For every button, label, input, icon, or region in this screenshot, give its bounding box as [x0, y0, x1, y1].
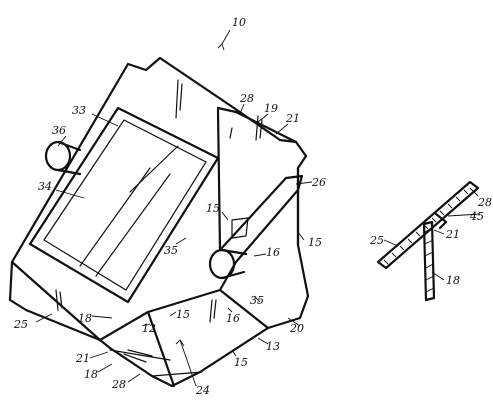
label-assembly-10: 10	[232, 16, 246, 29]
stand-body	[8, 56, 310, 388]
label-15-right: 15	[308, 236, 322, 249]
label-26: 26	[311, 176, 326, 189]
label-18-left: 18	[78, 312, 92, 325]
leader-lines	[35, 29, 481, 387]
label-24: 24	[195, 384, 210, 397]
label-16-lower: 16	[226, 312, 240, 325]
label-28-top: 28	[239, 92, 254, 105]
label-34: 34	[38, 180, 52, 193]
picture-frame	[28, 106, 220, 304]
label-28-lower: 28	[111, 378, 126, 391]
label-15-center: 15	[206, 202, 220, 215]
label-36: 36	[52, 124, 66, 137]
label-21-detail: 21	[445, 228, 460, 241]
label-35-lower: 35	[250, 294, 264, 307]
label-25: 25	[13, 318, 28, 331]
label-12: 12	[142, 322, 156, 335]
left-cylinder-handle	[44, 140, 82, 176]
shading-strokes	[55, 79, 263, 363]
label-16-upper: 16	[266, 246, 280, 259]
label-33: 33	[72, 104, 86, 117]
label-45: 45	[469, 210, 484, 223]
label-18-lower: 18	[84, 368, 98, 381]
label-35-center: 35	[164, 244, 178, 257]
section-detail	[376, 180, 480, 302]
label-21-lower: 21	[75, 352, 90, 365]
label-18-detail: 18	[446, 274, 460, 287]
label-15-bottom: 15	[234, 356, 248, 369]
right-cylinder-handle	[208, 248, 248, 280]
label-19: 19	[264, 102, 278, 115]
label-13: 13	[266, 340, 280, 353]
label-25-detail: 25	[369, 234, 384, 247]
reference-numerals: 10 33 36 34 25 28 19 21 26 15 15 35 16 1…	[13, 16, 492, 397]
label-28-detail: 28	[477, 196, 492, 209]
label-20: 20	[289, 322, 304, 335]
label-21-top: 21	[285, 112, 300, 125]
label-15-lower: 15	[176, 308, 190, 321]
